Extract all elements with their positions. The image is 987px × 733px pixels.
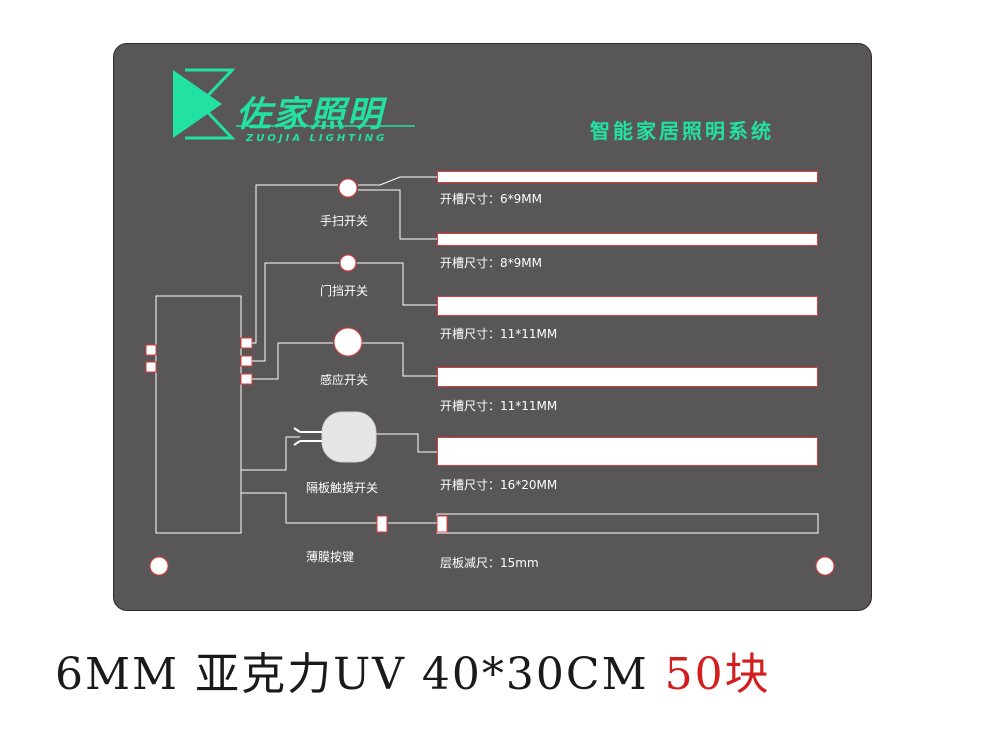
slot-hand-sweep [437,171,818,183]
slot-sensor [437,296,818,316]
slot-door [437,233,818,246]
acrylic-panel [113,43,872,611]
shelf-key-cutout [436,515,448,533]
slot-caption: 开槽尺寸：8*9MM [440,256,542,270]
system-title: 智能家居照明系统 [590,119,774,143]
product-spec: 6MM 亚克力UV 40*30CM 50块 [55,638,771,702]
zuojia-k-logo-icon [173,68,236,140]
quantity-text: 50块 [664,649,771,700]
switch-label: 隔板触摸开关 [306,481,379,495]
slot-caption: 开槽尺寸：16*20MM [440,478,558,492]
hand-sweep-switch-icon [338,178,358,198]
sensor-switch-icon [333,327,363,357]
controller-port [240,355,253,367]
membrane-key-icon [376,515,388,533]
controller-box [155,295,242,534]
controller-port [240,337,253,349]
controller-port [145,344,157,356]
brand-name: 佐家照明 [236,95,385,135]
controller-port [240,373,253,385]
switch-label: 手扫开关 [320,214,369,228]
slot-caption: 开槽尺寸：11*11MM [440,399,558,413]
mounting-hole [149,556,169,576]
slot-touch [437,437,818,466]
spec-text: 6MM 亚克力UV 40*30CM [55,649,665,700]
shelf-outline [436,513,819,534]
brand-name-en: ZUOJIA LIGHTING [246,133,388,144]
switch-label: 薄膜按键 [306,550,355,564]
controller-port [145,361,157,373]
door-switch-icon [339,254,357,272]
switch-label: 门挡开关 [320,284,369,298]
slot-caption: 开槽尺寸：11*11MM [440,327,558,341]
touch-switch-icon [293,411,377,463]
switch-label: 感应开关 [320,373,369,387]
slot-caption: 开槽尺寸：6*9MM [440,192,542,206]
wires [241,176,437,524]
slot-sensor-2 [437,367,818,387]
mounting-hole [815,556,835,576]
slot-caption: 层板减尺：15mm [440,556,539,570]
